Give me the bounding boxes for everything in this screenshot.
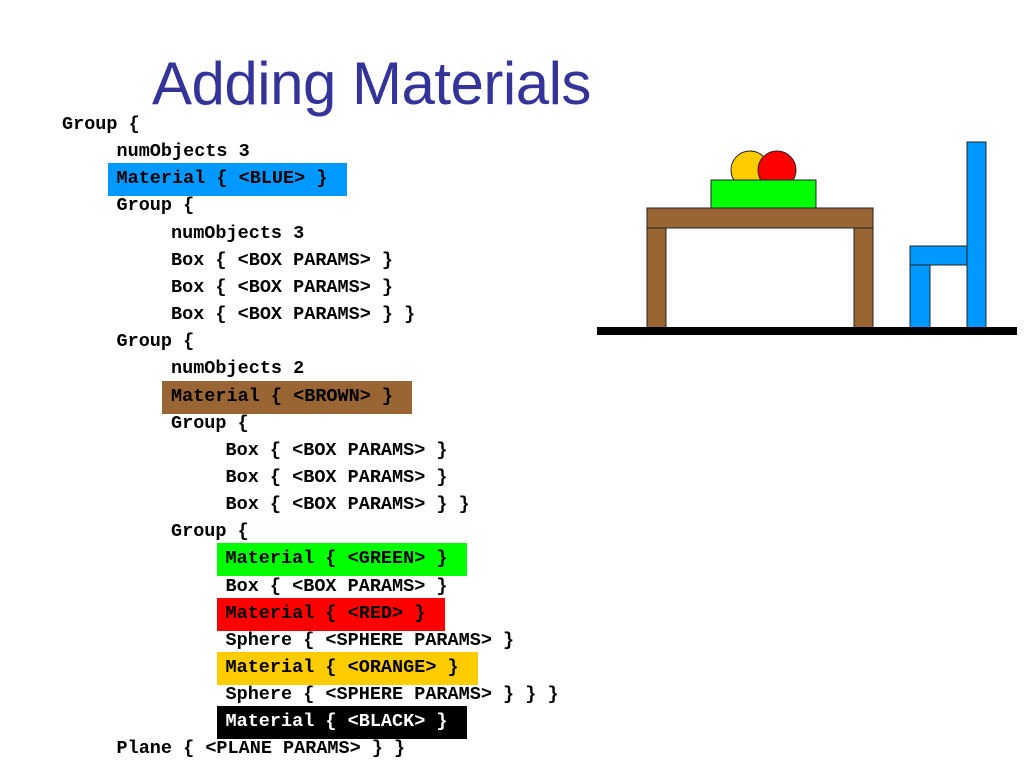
code-line: numObjects 3 <box>116 141 250 163</box>
code-line: Box { <BOX PARAMS> } } <box>225 494 470 516</box>
slide-title: Adding Materials <box>152 50 591 117</box>
code-line: Box { <BOX PARAMS> } <box>225 575 448 597</box>
chair-back <box>966 141 987 331</box>
code-line: Material { <RED> } <box>225 602 426 624</box>
code-line: Box { <BOX PARAMS> } <box>171 249 394 271</box>
code-line: Box { <BOX PARAMS> } <box>225 466 448 488</box>
code-highlight <box>162 380 413 414</box>
table-leg-left <box>646 226 667 330</box>
code-line: Sphere { <SPHERE PARAMS> } } } <box>225 684 559 706</box>
code-line: Material { <BLACK> } <box>225 711 448 733</box>
chair-seat <box>909 245 968 266</box>
code-highlight <box>216 652 479 685</box>
code-highlight <box>216 597 445 631</box>
code-line: Plane { <PLANE PARAMS> } } <box>116 738 406 760</box>
code-highlight <box>107 163 347 197</box>
code-line: Group { <box>171 412 249 434</box>
table-top <box>646 207 874 229</box>
green-box <box>710 179 817 209</box>
code-line: Box { <BOX PARAMS> } <box>171 276 394 298</box>
code-line: Sphere { <SPHERE PARAMS> } <box>225 629 515 651</box>
table-leg-right <box>853 226 874 330</box>
code-highlight <box>216 706 467 740</box>
code-line: Material { <BROWN> } <box>171 385 394 407</box>
code-line: Material { <ORANGE> } <box>225 657 459 678</box>
code-line: Material { <BLUE> } <box>116 168 328 190</box>
code-line: Box { <BOX PARAMS> } <box>225 439 448 461</box>
code-line: Group { <box>116 195 195 217</box>
code-highlight <box>216 543 467 577</box>
floor-plane <box>597 327 1017 335</box>
code-line: numObjects 2 <box>171 358 305 380</box>
code-line: Group { <box>62 114 140 135</box>
code-line: Box { <BOX PARAMS> } } <box>171 304 416 326</box>
code-line: Material { <GREEN> } <box>225 548 448 570</box>
chair-leg <box>909 264 931 331</box>
code-line: numObjects 3 <box>171 222 305 244</box>
code-line: Group { <box>171 521 249 543</box>
code-line: Group { <box>116 331 195 353</box>
